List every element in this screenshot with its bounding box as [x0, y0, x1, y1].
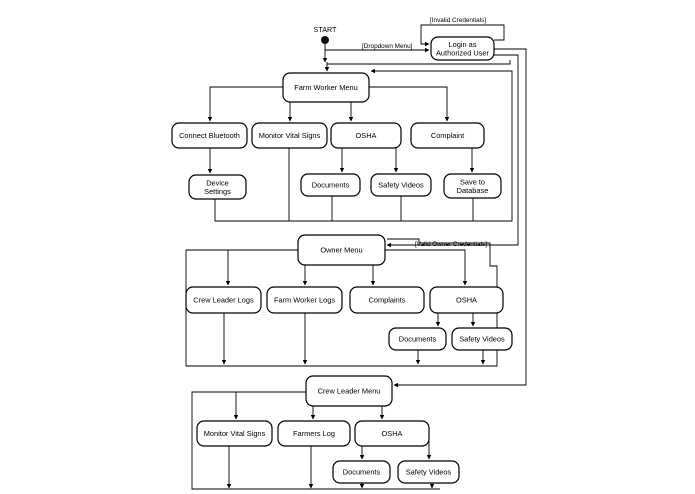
- state-label: Documents: [312, 181, 350, 190]
- state-farmers-log: Farmers Log: [277, 420, 351, 447]
- state-box: [330, 122, 402, 149]
- state-label: Documents: [399, 335, 437, 344]
- state-label: Safety Videos: [378, 181, 424, 190]
- state-label: Farm Worker Logs: [274, 296, 335, 305]
- state-complaints: Complaints: [349, 286, 425, 314]
- state-label: Authorized User: [436, 48, 490, 57]
- state-label: Connect Bluetooth: [179, 131, 240, 140]
- state-connect-bluetooth: Connect Bluetooth: [171, 122, 248, 149]
- state-label: Monitor Vital Signs: [204, 429, 266, 438]
- guard-valid-owner-credentials: [Valid Owner Credentials]: [415, 241, 487, 248]
- guard-dropdown-menu: [Dropdown Menu]: [362, 43, 413, 50]
- transition-arrow: [386, 54, 519, 248]
- transition-arrow: [207, 86, 283, 122]
- transition-arrow: [385, 249, 468, 286]
- transition-arrow: [214, 199, 503, 222]
- transition-arrow: [327, 60, 511, 65]
- state-box: [282, 72, 370, 103]
- state-label: Complaint: [431, 131, 464, 140]
- state-label: Database: [457, 186, 489, 195]
- state-label: Complaints: [369, 296, 406, 305]
- state-monitor-vital-signs: Monitor Vital Signs: [251, 122, 328, 149]
- state-box: [251, 122, 328, 149]
- state-label: Safety Videos: [406, 468, 452, 477]
- state-crew-leader-logs: Crew Leader Logs: [185, 286, 262, 314]
- state-label: OSHA: [356, 131, 377, 140]
- state-label: Login as: [449, 40, 477, 49]
- state-crew-leader-menu: Crew Leader Menu: [305, 375, 393, 407]
- state-box: [410, 122, 485, 149]
- state-label: Monitor Vital Signs: [259, 131, 321, 140]
- state-box: [188, 174, 247, 200]
- state-box: [171, 122, 248, 149]
- state-label: Device: [206, 178, 229, 187]
- state-farm-worker-logs: Farm Worker Logs: [266, 286, 343, 314]
- transition-arrow: [369, 86, 450, 122]
- transition-arrow: [287, 101, 295, 122]
- state-label: Save to: [460, 177, 485, 186]
- state-cl-safety-videos: Safety Videos: [397, 460, 460, 484]
- state-ow-documents: Documents: [388, 327, 447, 351]
- state-box: [370, 173, 432, 197]
- state-ow-osha: OSHA: [429, 286, 504, 314]
- state-cl-documents: Documents: [332, 460, 391, 484]
- state-box: [354, 420, 430, 447]
- state-label: Crew Leader Menu: [318, 387, 381, 396]
- state-box: [305, 375, 393, 407]
- start-node: [321, 36, 329, 44]
- state-ow-safety-videos: Safety Videos: [451, 327, 513, 351]
- state-farm-worker-menu: Farm Worker Menu: [282, 72, 370, 103]
- state-box: [349, 286, 425, 314]
- state-label: Owner Menu: [320, 246, 362, 255]
- state-box: [451, 327, 513, 351]
- state-cl-monitor-vital-signs: Monitor Vital Signs: [196, 420, 273, 447]
- guard-invalid-credentials: [Invalid Credentials]: [430, 17, 486, 24]
- state-box: [196, 420, 273, 447]
- state-box: [430, 36, 495, 61]
- state-box: [429, 286, 504, 314]
- state-fw-documents: Documents: [300, 173, 361, 197]
- state-box: [297, 234, 386, 266]
- state-box: [332, 460, 391, 484]
- state-owner-menu: Owner Menu: [297, 234, 386, 266]
- state-box: [397, 460, 460, 484]
- state-label: Documents: [343, 468, 381, 477]
- state-label: Settings: [204, 187, 231, 196]
- state-box: [277, 420, 351, 447]
- state-box: [443, 173, 502, 199]
- state-label: Safety Videos: [459, 335, 505, 344]
- state-complaint: Complaint: [410, 122, 485, 149]
- start-label: START: [314, 25, 338, 34]
- transition-arrow: [370, 68, 513, 222]
- state-label: OSHA: [456, 296, 477, 305]
- transition-arrow: [233, 391, 311, 420]
- state-box: [300, 173, 361, 197]
- state-box: [185, 286, 262, 314]
- state-box: [266, 286, 343, 314]
- state-label: Farmers Log: [293, 429, 335, 438]
- transition-arrow: [393, 48, 527, 388]
- transition-arrow: [225, 249, 306, 286]
- state-box: [388, 327, 447, 351]
- state-label: Crew Leader Logs: [193, 296, 254, 305]
- state-label: Farm Worker Menu: [294, 83, 358, 92]
- transition-arrow: [420, 24, 505, 47]
- state-fw-safety-videos: Safety Videos: [370, 173, 432, 197]
- state-fw-osha: OSHA: [330, 122, 402, 149]
- state-cl-osha: OSHA: [354, 420, 430, 447]
- state-label: OSHA: [382, 429, 403, 438]
